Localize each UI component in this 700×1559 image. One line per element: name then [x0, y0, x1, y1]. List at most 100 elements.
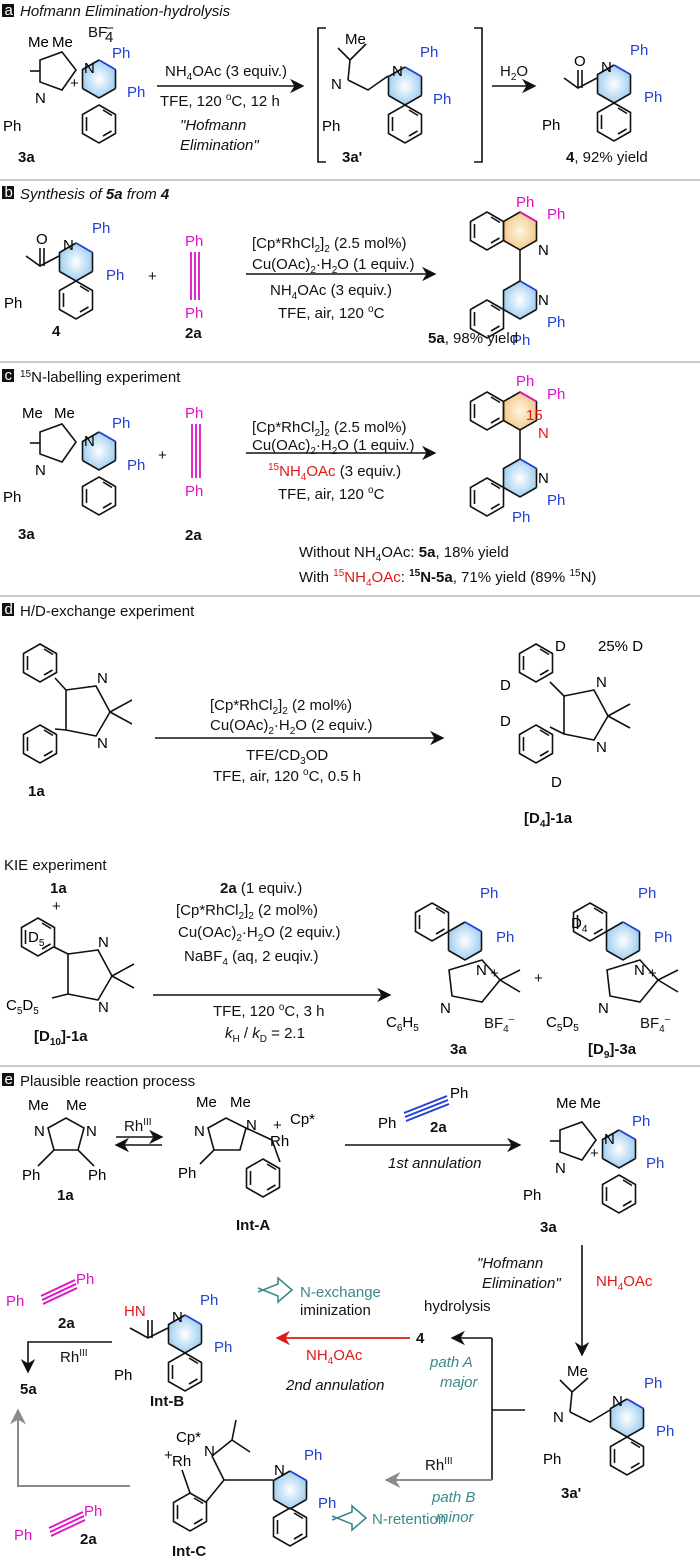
hofmann-note: Elimination"	[482, 1275, 561, 1292]
n-atom: N	[555, 1160, 566, 1177]
n-atom: N	[35, 90, 46, 107]
label-d4-1a: [D4]-1a	[524, 810, 573, 830]
conditions-label: TFE, 120 oC, 12 h	[160, 92, 280, 110]
panel-b-letter: b	[5, 184, 13, 201]
path-b-label: path B	[431, 1489, 475, 1506]
oxidant-label: Cu(OAc)2·H2O (1 equiv.)	[252, 437, 415, 457]
methyl-label: Me	[28, 34, 49, 51]
panel-a-title: Hofmann Elimination-hydrolysis	[20, 3, 231, 20]
imine-nh-label: HN	[124, 1303, 146, 1320]
cp-star-label: Cp*	[176, 1429, 201, 1446]
phenyl-label: Ph	[14, 1527, 32, 1544]
label-4: 4	[416, 1330, 425, 1347]
label-1a: 1a	[57, 1187, 74, 1204]
label-3a-prime: 3a'	[342, 149, 362, 166]
reagent-label: NH4OAc (3 equiv.)	[165, 63, 287, 83]
o-atom: O	[36, 231, 48, 248]
label-1a: 1a	[50, 880, 67, 897]
deuterium-label: D	[555, 638, 566, 655]
phenyl-label: Ph	[638, 885, 656, 902]
compound-1a: N N 1a	[22, 643, 133, 800]
d4-label: D4	[571, 915, 588, 935]
hofmann-note: "Hofmann	[477, 1255, 543, 1272]
rhodium-label: Rh	[172, 1453, 191, 1470]
n-atom: N	[612, 1393, 623, 1410]
n-retention-arrow-icon	[331, 1504, 368, 1532]
compound-int-b: HN N Ph Ph Ph Int-B	[114, 1292, 232, 1410]
compound-int-a: Me Me N N Rh + Cp* Ph Int-A	[178, 1094, 315, 1234]
svg-text:–: –	[105, 19, 114, 36]
phenyl-label: Ph	[547, 492, 565, 509]
phenyl-label: Ph	[542, 117, 560, 134]
label-3a: 3a	[18, 149, 35, 166]
plus-sign: +	[534, 970, 543, 987]
methyl-label: Me	[196, 1094, 217, 1111]
rh3-label: RhIII	[425, 1456, 453, 1474]
compound-d9-3a: Ph Ph N N + D4 C5D5 BF4– [D9]-3a	[546, 885, 679, 1061]
c5d5-label: C5D5	[6, 997, 39, 1017]
deuterium-label: D	[500, 677, 511, 694]
compound-15n-5a: Ph Ph 15 N N Ph Ph	[469, 373, 565, 526]
compound-4-b: O N Ph Ph Ph 4	[4, 220, 124, 340]
n-atom: N	[596, 674, 607, 691]
conditions-label: TFE, air, 120 oC	[278, 485, 385, 503]
compound-2a-e3: Ph Ph 2a	[14, 1503, 102, 1548]
label-d10-1a: [D10]-1a	[34, 1028, 88, 1048]
n-atom: N	[97, 670, 108, 687]
n-atom: N	[34, 1123, 45, 1140]
n-exchange-label: N-exchange	[300, 1284, 381, 1301]
phenyl-label: Ph	[88, 1167, 106, 1184]
panel-e-title: Plausible reaction process	[20, 1073, 195, 1090]
deuterium-percent: 25% D	[598, 638, 643, 655]
phenyl-label: Ph	[84, 1503, 102, 1520]
bf4-label: BF4–	[484, 1014, 515, 1035]
oxidant-label: Cu(OAc)2·H2O (2 equiv.)	[178, 924, 341, 944]
phenyl-label: Ph	[450, 1085, 468, 1102]
n15-atom: N	[538, 425, 549, 442]
phenyl-label: Ph	[656, 1423, 674, 1440]
conditions-label: TFE, air, 120 oC, 0.5 h	[213, 767, 361, 785]
path-b-return-arrow	[10, 1408, 130, 1487]
o-atom: O	[574, 53, 586, 70]
phenyl-label: Ph	[644, 1375, 662, 1392]
label-2a: 2a	[80, 1531, 97, 1548]
salt-label: NaBF4 (aq, 2 euqiv.)	[184, 948, 319, 968]
compound-1a-e: Me Me N N Ph Ph 1a	[22, 1097, 106, 1204]
plus-sign: +	[148, 268, 157, 285]
bf4-label: BF4–	[640, 1014, 671, 1035]
methyl-label: Me	[580, 1095, 601, 1112]
label-int-c: Int-C	[172, 1543, 206, 1559]
phenyl-label: Ph	[185, 483, 203, 500]
second-annulation-label: 2nd annulation	[285, 1377, 384, 1394]
phenyl-label: Ph	[127, 84, 145, 101]
label-int-a: Int-A	[236, 1217, 270, 1234]
n-atom: N	[538, 470, 549, 487]
bracket-right	[474, 27, 483, 163]
labelled-additive: 15NH4OAc (3 equiv.)	[268, 462, 401, 483]
n-atom: N	[538, 242, 549, 259]
n-atom: N	[246, 1117, 257, 1134]
phenyl-label: Ph	[632, 1113, 650, 1130]
compound-4: O N Ph Ph Ph 4, 92% yield	[542, 42, 662, 166]
n-atom: N	[84, 433, 95, 450]
svg-text:4: 4	[105, 29, 113, 46]
phenyl-label: Ph	[4, 295, 22, 312]
phenyl-label: Ph	[185, 305, 203, 322]
n-atom: N	[476, 962, 487, 979]
label-5a: 5a	[20, 1381, 37, 1398]
c5d5-label: C5D5	[546, 1014, 579, 1034]
phenyl-label: Ph	[646, 1155, 664, 1172]
catalyst-label: [Cp*RhCl2]2 (2.5 mol%)	[252, 235, 407, 255]
c6h5-label: C6H5	[386, 1014, 419, 1034]
phenyl-label: Ph	[512, 332, 530, 349]
phenyl-label: Ph	[516, 373, 534, 390]
phenyl-label: Ph	[523, 1187, 541, 1204]
panel-d-title: H/D-exchange experiment	[20, 603, 195, 620]
n-atom: N	[86, 1123, 97, 1140]
methyl-label: Me	[567, 1363, 588, 1380]
phenyl-label: Ph	[200, 1292, 218, 1309]
rh3-label: RhIII	[60, 1348, 88, 1366]
phenyl-label: Ph	[6, 1293, 24, 1310]
n-atom: N	[194, 1123, 205, 1140]
compound-2a-e2: Ph Ph 2a	[6, 1271, 94, 1332]
